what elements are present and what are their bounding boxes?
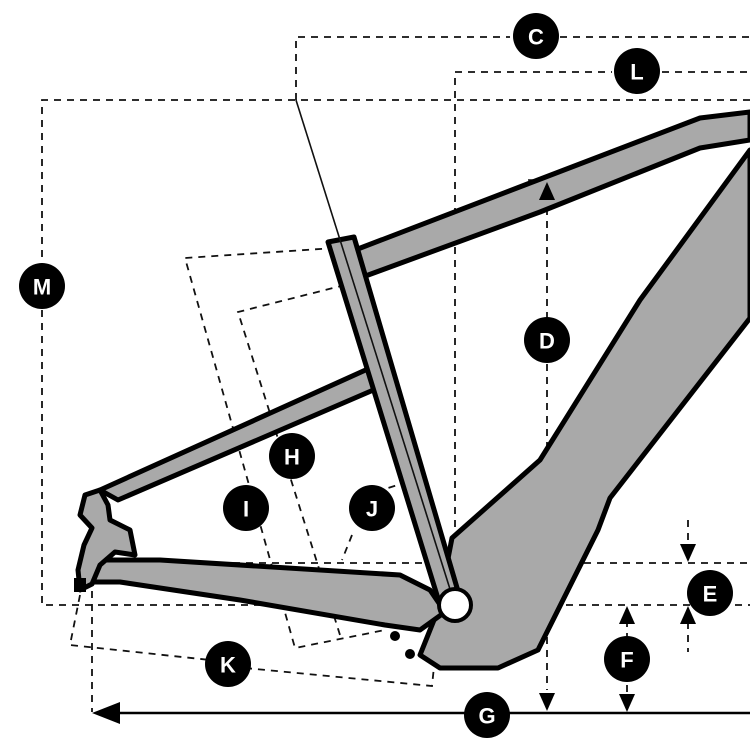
bottom-bracket	[437, 587, 473, 623]
dim-d-arrow-up	[539, 182, 555, 200]
dim-i-guide	[236, 284, 346, 636]
dim-c-guide	[295, 36, 510, 100]
badge-d-text: D	[539, 329, 555, 354]
dim-e-arrow-up	[680, 606, 696, 624]
badge-d: D	[524, 317, 570, 363]
rear-dropout	[75, 487, 138, 593]
dim-h-guide	[183, 247, 386, 650]
badge-i-text: I	[243, 497, 249, 522]
seat-tube	[325, 234, 463, 608]
dim-f-arrow-down	[619, 694, 635, 712]
bike-frame	[74, 99, 750, 671]
dim-g-arrowhead	[92, 702, 120, 724]
axle-mark	[74, 578, 86, 592]
badge-c: C	[513, 13, 559, 59]
dim-d-arrow-down	[539, 693, 555, 711]
badge-l: L	[614, 48, 660, 94]
dim-l-guide	[454, 71, 612, 605]
badge-e: E	[687, 570, 733, 616]
frame-bolt-1	[390, 631, 400, 641]
badge-e-text: E	[703, 582, 718, 607]
badge-h: H	[269, 433, 315, 479]
seat-stay	[97, 365, 381, 503]
badge-j-text: J	[366, 497, 378, 522]
dim-m-guide	[41, 99, 750, 262]
badge-h-text: H	[284, 445, 300, 470]
dim-e-arrow-down	[680, 544, 696, 562]
badge-f-text: F	[620, 648, 633, 673]
dim-k-guide	[68, 594, 211, 661]
frame-bolt-2	[405, 649, 415, 659]
dim-j-guide-2	[341, 534, 353, 561]
badge-g-text: G	[478, 704, 495, 729]
badge-k-text: K	[220, 653, 236, 678]
badge-c-text: C	[528, 25, 544, 50]
badge-j: J	[349, 485, 395, 531]
badge-g: G	[464, 692, 510, 738]
badge-k: K	[205, 641, 251, 687]
down-tube-motor	[417, 147, 750, 671]
badge-i: I	[223, 485, 269, 531]
badge-m: M	[19, 263, 65, 309]
dim-f-arrow-up	[619, 606, 635, 624]
seat-tube-axis	[295, 99, 456, 606]
chainstay	[79, 557, 448, 633]
badge-l-text: L	[630, 60, 643, 85]
badge-f: F	[604, 636, 650, 682]
badge-m-text: M	[33, 275, 51, 300]
dimension-arrows	[92, 182, 750, 724]
